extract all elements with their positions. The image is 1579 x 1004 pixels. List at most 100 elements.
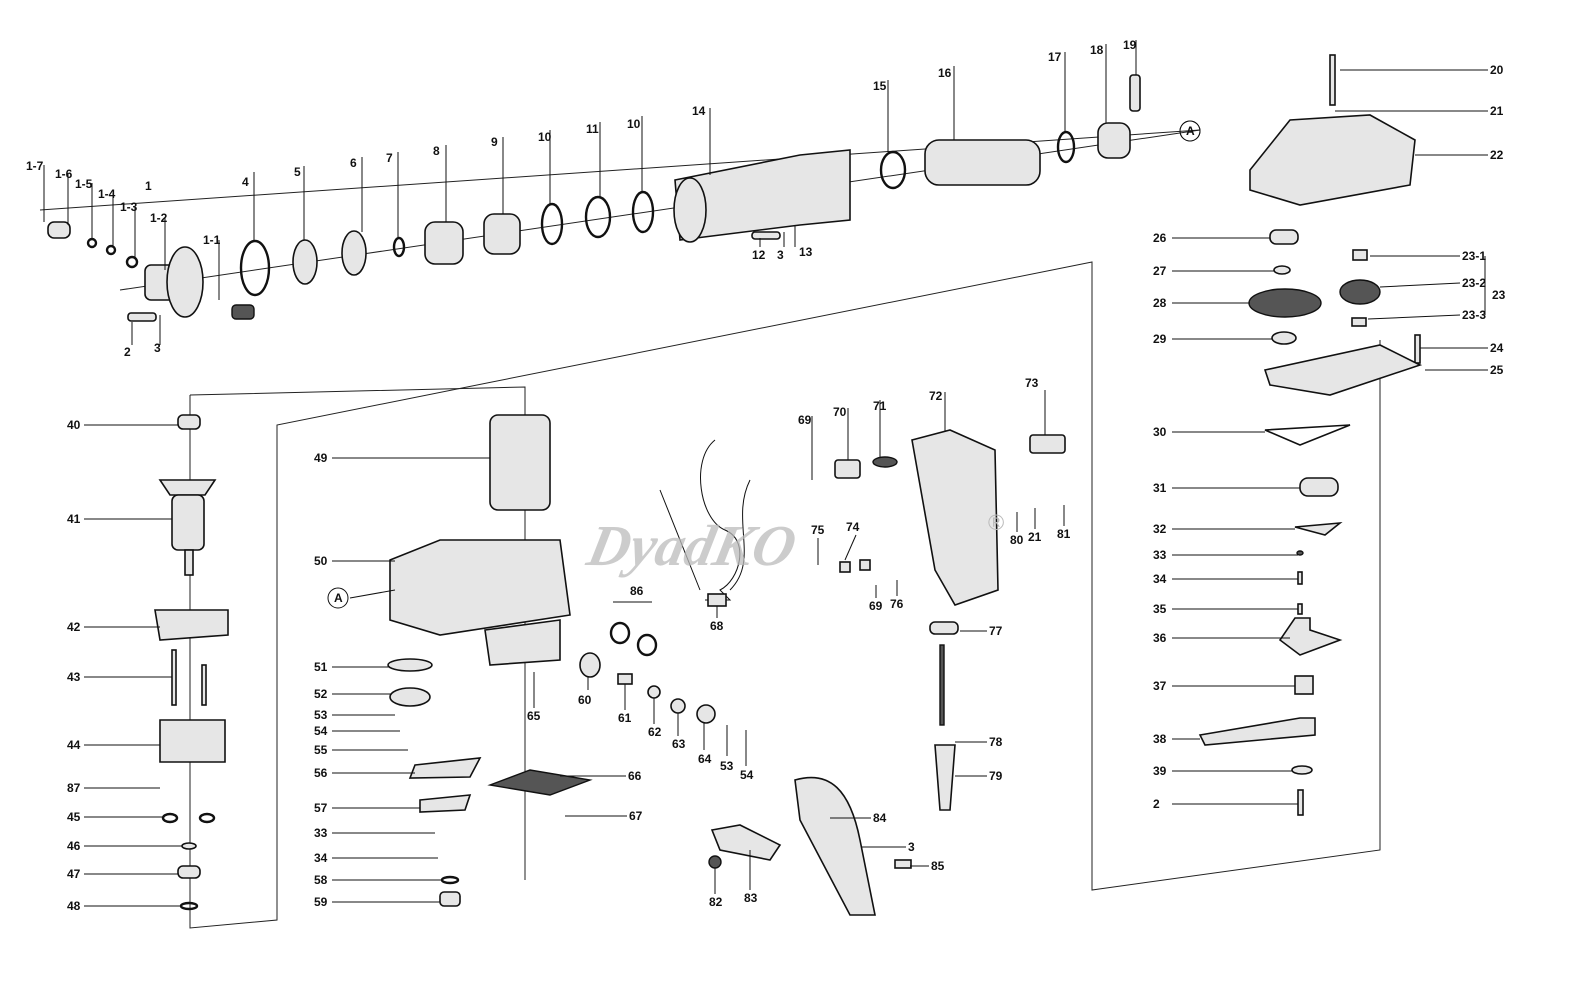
part-number-label: 21 <box>1490 104 1504 118</box>
part-number-label: 33 <box>1153 548 1167 562</box>
part-number-label: 6 <box>350 156 357 170</box>
part-number-label: 82 <box>709 895 723 909</box>
part-number-label: 44 <box>67 738 81 752</box>
part-number-label: 43 <box>67 670 81 684</box>
part-number-label: 14 <box>692 104 706 118</box>
part-number-label: 7 <box>386 151 393 165</box>
part-number-label: 4 <box>242 175 249 189</box>
part-number-label: 58 <box>314 873 328 887</box>
part-number-label: 56 <box>314 766 328 780</box>
assembly-frame-left <box>189 261 1381 929</box>
part-number-label: 53 <box>720 759 734 773</box>
part-number-label: 36 <box>1153 631 1167 645</box>
part-number-label: 63 <box>672 737 686 751</box>
part-number-label: A <box>334 591 343 605</box>
part-number-label: 29 <box>1153 332 1167 346</box>
part-number-label: 64 <box>698 752 712 766</box>
part-number-label: 1-3 <box>120 200 138 214</box>
part-number-label: 1-2 <box>150 211 168 225</box>
part-number-label: 45 <box>67 810 81 824</box>
part-number-label: 1-7 <box>26 159 44 173</box>
reference-circle <box>1179 120 1201 142</box>
part-number-label: 19 <box>1123 38 1137 52</box>
part-number-label: 25 <box>1490 363 1504 377</box>
part-number-label: 79 <box>989 769 1003 783</box>
part-number-label: 24 <box>1490 341 1504 355</box>
part-number-label: 84 <box>873 811 887 825</box>
part-number-label: 73 <box>1025 376 1039 390</box>
leader-line <box>1367 314 1461 320</box>
part-number-label: 17 <box>1048 50 1062 64</box>
part-number-label: 33 <box>314 826 328 840</box>
part-number-label: 23-3 <box>1462 308 1486 322</box>
part-number-label: 66 <box>628 769 642 783</box>
part-number-label: 22 <box>1490 148 1504 162</box>
part-number-label: 77 <box>989 624 1003 638</box>
part-number-label: 68 <box>710 619 724 633</box>
part-number-label: 1-4 <box>98 187 116 201</box>
part-number-label: 2 <box>124 345 131 359</box>
part-number-label: 65 <box>527 709 541 723</box>
part-number-label: 42 <box>67 620 81 634</box>
part-number-label: 10 <box>627 117 641 131</box>
assembly-frame-inner <box>189 386 526 880</box>
part-number-label: 85 <box>931 859 945 873</box>
part-number-label: 74 <box>846 520 860 534</box>
leader-line <box>844 534 857 561</box>
part-number-label: 15 <box>873 79 887 93</box>
part-number-label: 16 <box>938 66 952 80</box>
part-number-label: 87 <box>67 781 81 795</box>
part-number-label: 78 <box>989 735 1003 749</box>
part-number-label: 1 <box>145 179 152 193</box>
part-number-label: 28 <box>1153 296 1167 310</box>
part-number-label: 37 <box>1153 679 1167 693</box>
part-number-label: 3 <box>908 840 915 854</box>
part-number-label: 75 <box>811 523 825 537</box>
part-number-label: 38 <box>1153 732 1167 746</box>
part-number-label: 21 <box>1028 530 1042 544</box>
part-number-label: 27 <box>1153 264 1167 278</box>
part-number-label: 30 <box>1153 425 1167 439</box>
part-number-label: 51 <box>314 660 328 674</box>
part-number-label: 59 <box>314 895 328 909</box>
part-number-label: 54 <box>740 768 754 782</box>
motor-parts <box>154 414 229 911</box>
part-number-label: 67 <box>629 809 643 823</box>
part-number-label: 8 <box>433 144 440 158</box>
housing-parts <box>387 414 716 907</box>
part-number-label: 9 <box>491 135 498 149</box>
part-number-label: 48 <box>67 899 81 913</box>
part-number-label: 54 <box>314 724 328 738</box>
watermark: DyadKO <box>581 514 802 578</box>
part-number-label: 81 <box>1057 527 1071 541</box>
part-number-label: 23-2 <box>1462 276 1486 290</box>
part-number-label: 34 <box>1153 572 1167 586</box>
part-number-label: 2 <box>1153 797 1160 811</box>
part-number-label: 35 <box>1153 602 1167 616</box>
part-number-label: 83 <box>744 891 758 905</box>
part-number-label: 1-1 <box>203 233 221 247</box>
part-number-label: 80 <box>1010 533 1024 547</box>
part-number-label: 47 <box>67 867 81 881</box>
part-number-label: 20 <box>1490 63 1504 77</box>
part-number-label: 5 <box>294 165 301 179</box>
part-number-label: 50 <box>314 554 328 568</box>
part-number-label: 86 <box>630 584 644 598</box>
part-number-label: 34 <box>314 851 328 865</box>
part-number-label: 3 <box>154 341 161 355</box>
part-number-label: 72 <box>929 389 943 403</box>
front-parts <box>47 74 1201 322</box>
part-number-label: 40 <box>67 418 81 432</box>
part-number-label: 69 <box>798 413 812 427</box>
gearbox-parts <box>1198 54 1423 816</box>
part-number-label: 23 <box>1492 288 1506 302</box>
part-number-label: A <box>1186 124 1195 138</box>
part-number-label: 76 <box>890 597 904 611</box>
reference-circle <box>327 587 349 609</box>
part-number-label: 3 <box>777 248 784 262</box>
part-number-label: 61 <box>618 711 632 725</box>
part-number-label: 55 <box>314 743 328 757</box>
part-number-label: 60 <box>578 693 592 707</box>
